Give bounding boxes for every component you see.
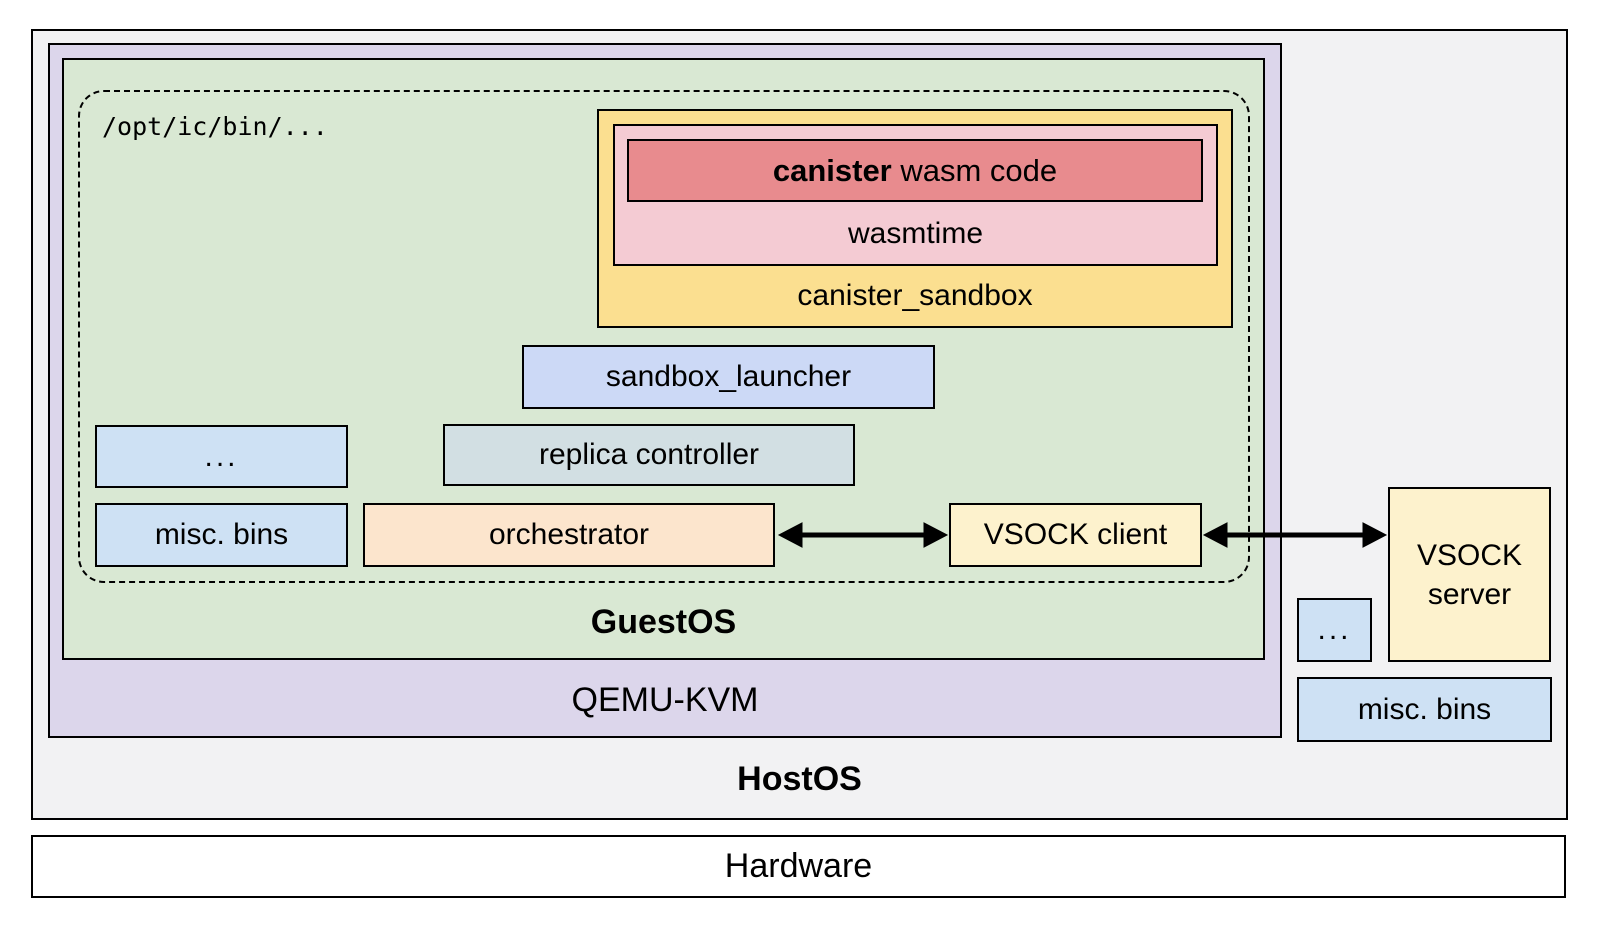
vsock-client-box: VSOCK client [949, 503, 1202, 567]
vsock-server-box: VSOCK server [1388, 487, 1551, 662]
canister-label-rest-part: wasm code [891, 152, 1058, 188]
bin-path-label: /opt/ic/bin/... [102, 112, 328, 141]
canister-wasm-code-box: canister wasm code [627, 139, 1203, 202]
host-ellipsis-box: ... [1297, 598, 1372, 662]
replica-controller-box: replica controller [443, 424, 855, 486]
qemu-kvm-label: QEMU-KVM [571, 680, 759, 719]
vsock-server-label-line2: server [1427, 577, 1512, 611]
guest-misc-bins-box: misc. bins [95, 503, 348, 567]
canister-label-bold-part: canister [772, 152, 892, 188]
opt-ic-bin-dashed-group [78, 90, 1250, 583]
vsock-server-label-line1: VSOCK [1416, 538, 1523, 572]
sandbox-launcher-box: sandbox_launcher [522, 345, 935, 409]
orchestrator-box: orchestrator [363, 503, 775, 567]
canister-sandbox-label: canister_sandbox [797, 279, 1033, 312]
hardware-box: Hardware [31, 835, 1566, 898]
canister-wasm-code-label: canister wasm code [773, 153, 1057, 189]
wasmtime-label: wasmtime [847, 217, 983, 250]
host-misc-bins-box: misc. bins [1297, 677, 1552, 742]
guest-os-label: GuestOS [590, 602, 737, 641]
guest-ellipsis-box: ... [95, 425, 348, 488]
host-os-label: HostOS [737, 759, 862, 798]
